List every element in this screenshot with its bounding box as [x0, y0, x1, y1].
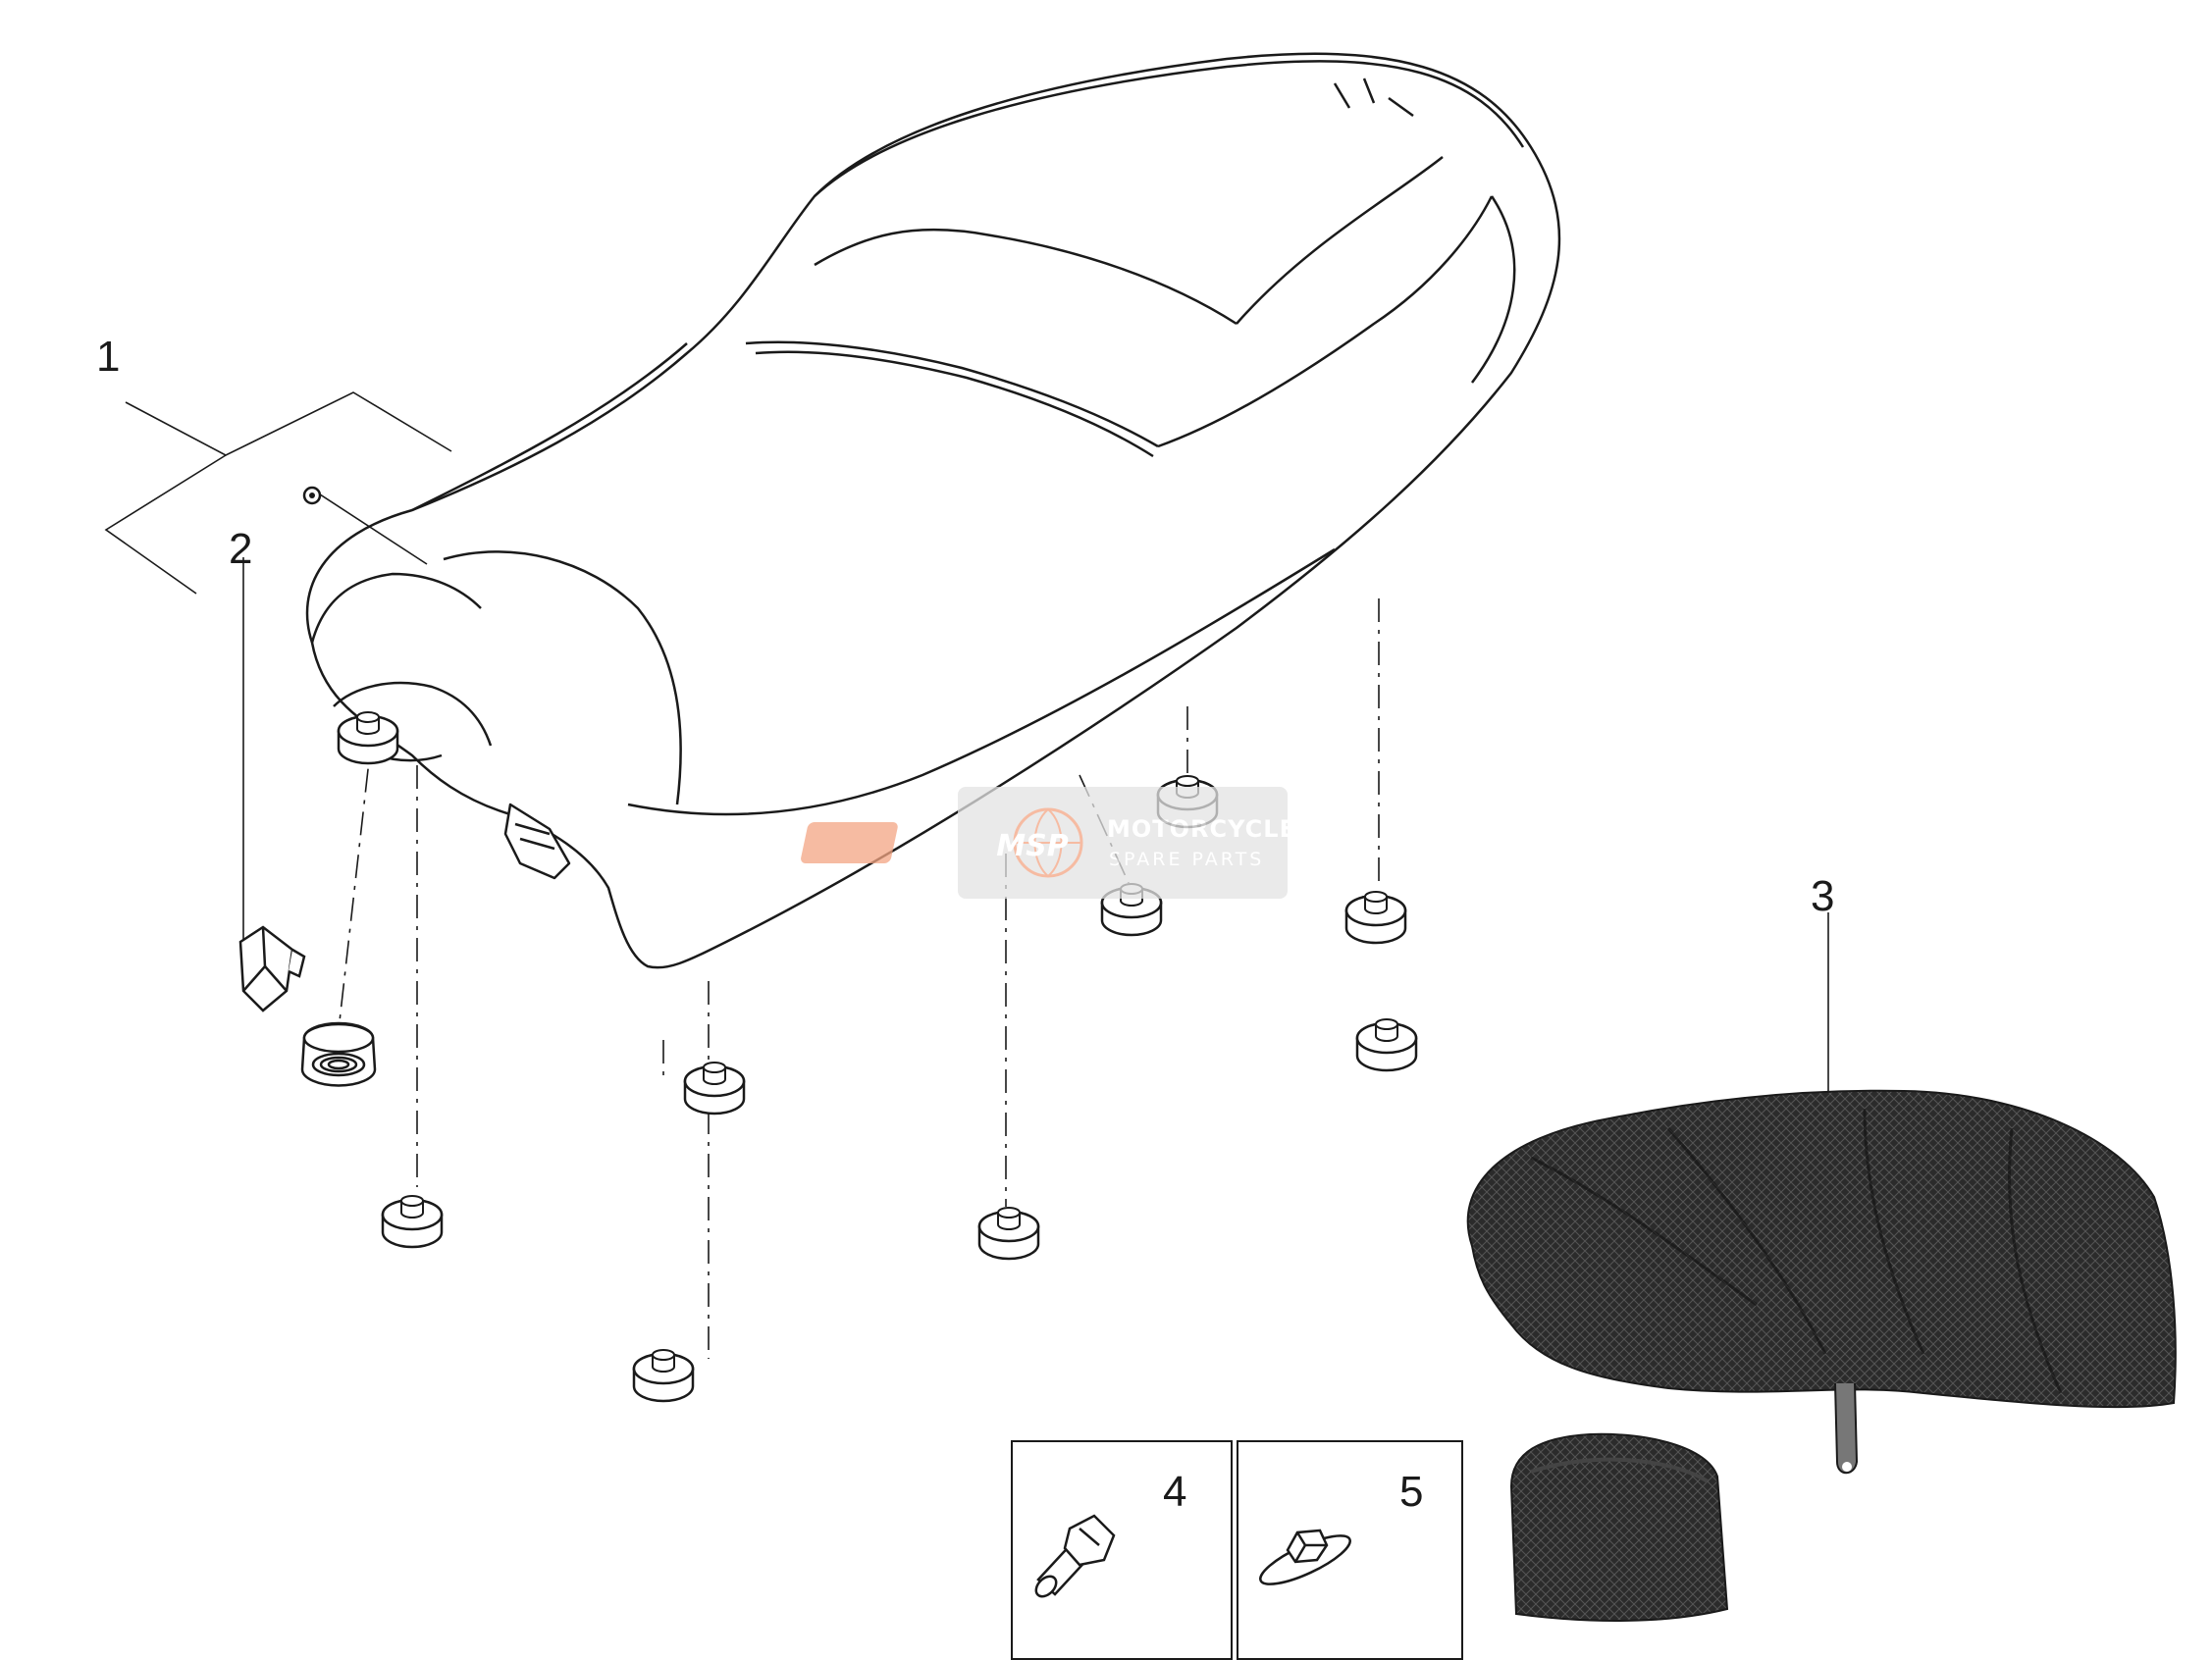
screw-dot	[302, 486, 322, 505]
watermark: MSP MOTORCYCLE SPARE PARTS	[801, 787, 1296, 899]
bolt-icon	[1034, 1514, 1116, 1598]
grommet	[977, 1206, 1040, 1261]
item-box-5	[1237, 1440, 1463, 1660]
rubber-buffer	[238, 925, 306, 1012]
seat-cover	[1466, 1089, 2177, 1622]
callout-1: 1	[96, 333, 120, 381]
grommet	[1355, 1017, 1418, 1072]
grommet	[381, 1194, 444, 1249]
watermark-line2: SPARE PARTS	[1109, 849, 1264, 870]
watermark-line1: MOTORCYCLE	[1107, 815, 1296, 843]
watermark-logo-text: MSP	[996, 829, 1068, 863]
grommet	[632, 1348, 695, 1403]
leader-lines	[104, 391, 1829, 1359]
washer-nut-icon	[1259, 1529, 1351, 1585]
seat-drawing	[305, 52, 1561, 969]
msp-logo: MSP	[801, 807, 1083, 878]
item-box-4	[1011, 1440, 1233, 1660]
callout-3: 3	[1811, 872, 1834, 920]
grommet	[683, 1061, 746, 1115]
grommet	[1344, 890, 1407, 945]
ribbed-cap	[300, 1021, 377, 1087]
callout-5: 5	[1399, 1468, 1423, 1516]
callout-4: 4	[1163, 1468, 1186, 1516]
callout-2: 2	[229, 525, 252, 573]
grommet	[337, 710, 399, 765]
